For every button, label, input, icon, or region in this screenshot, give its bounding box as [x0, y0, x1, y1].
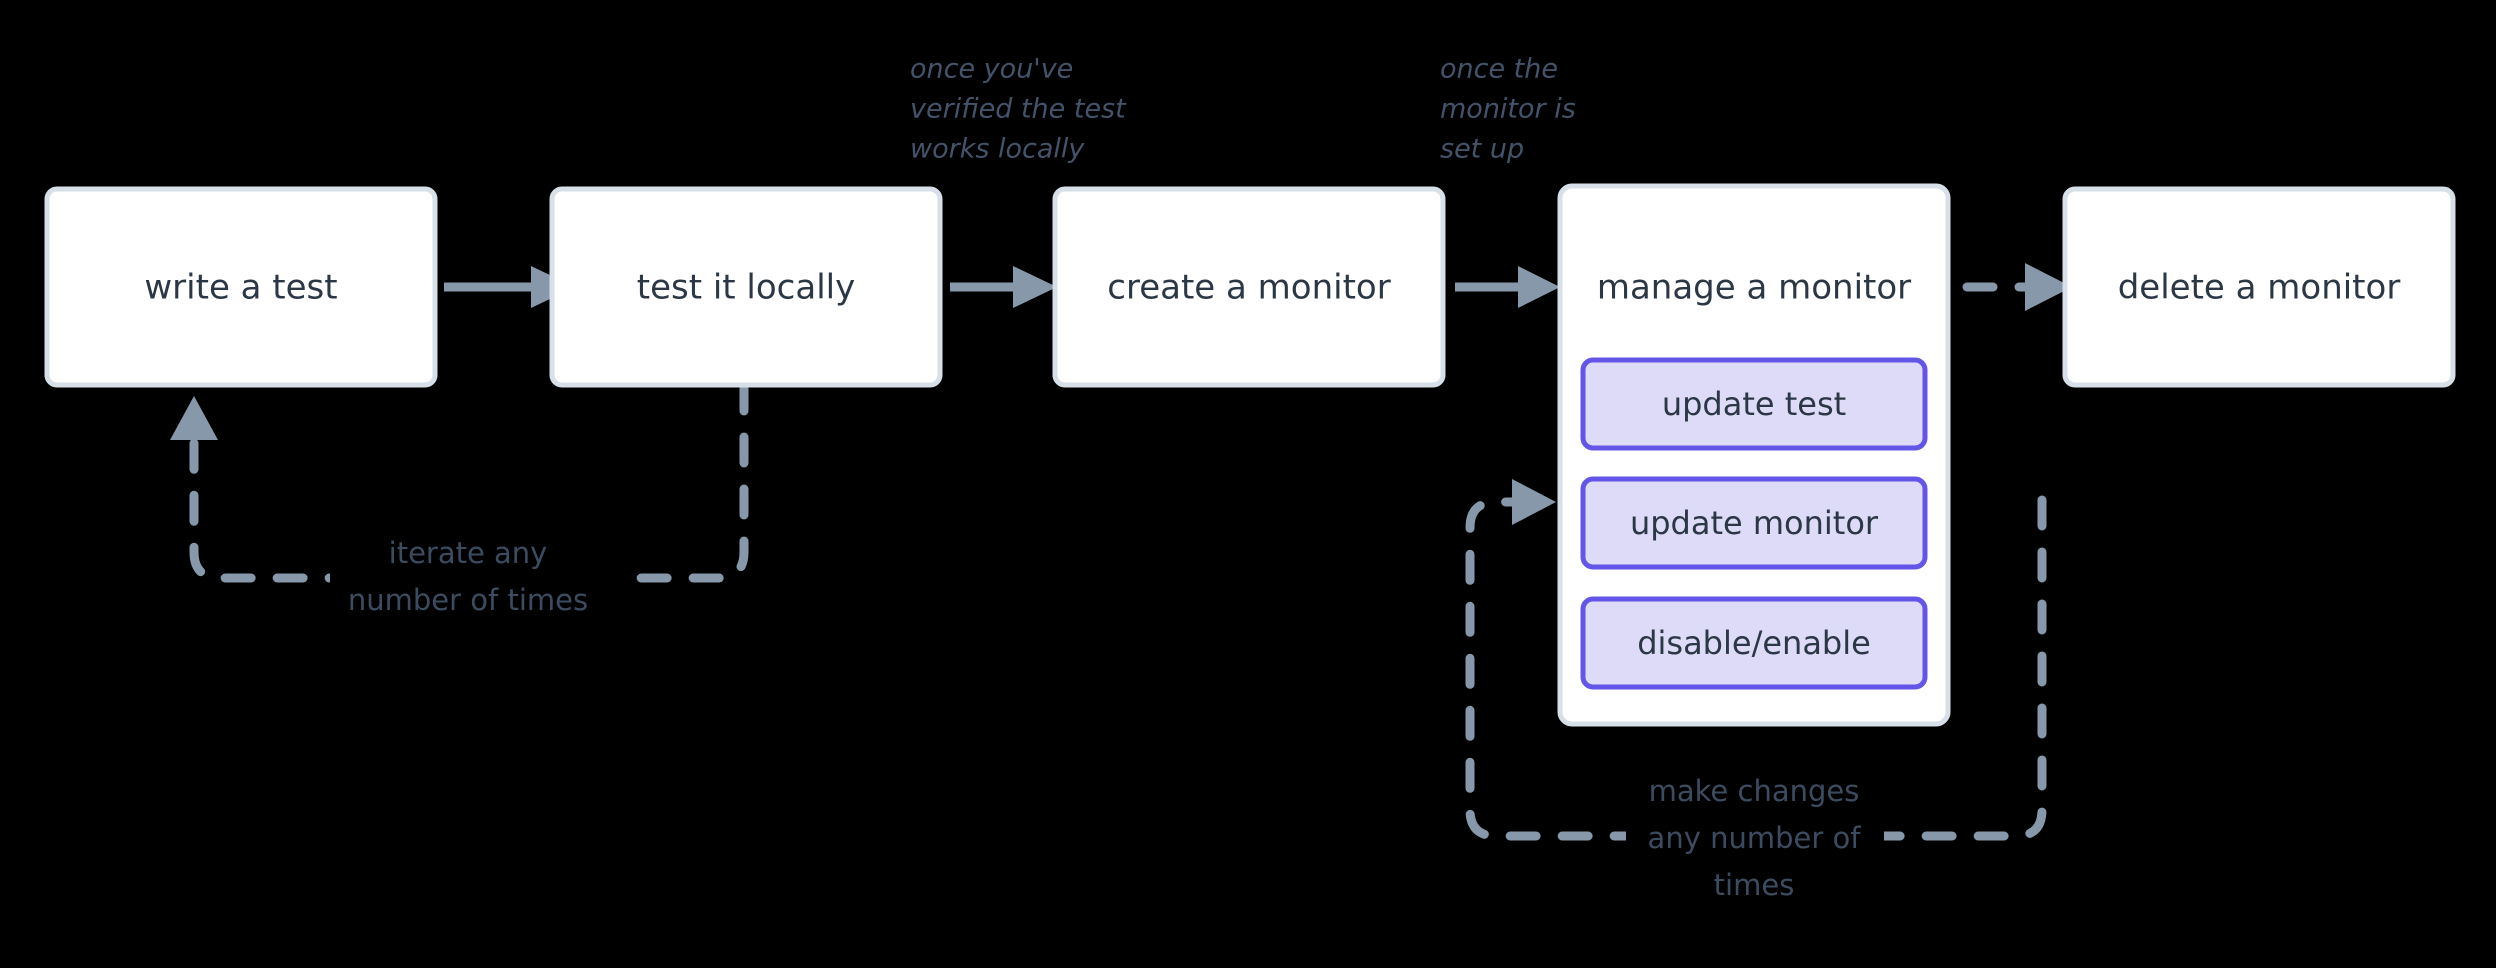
sub-node-disable-enable-box: [1580, 596, 1928, 690]
edge-iterate-loop: [170, 380, 749, 583]
node-create-a-monitor[interactable]: create a monitor: [1052, 186, 1446, 388]
node-write-a-test-box: [44, 186, 438, 388]
node-test-it-locally-box: [549, 186, 943, 388]
edge-caption-monitor-set-up-line-2: monitor is: [1440, 94, 1576, 125]
edge-caption-verified-locally: once you've verified the test works loca…: [910, 54, 1127, 165]
edge-changes-loop: [1465, 479, 2047, 841]
loop-caption-iterate: iterate any number of times: [330, 528, 630, 620]
node-write-a-test[interactable]: write a test: [44, 186, 438, 388]
edge-create-to-manage: [1455, 266, 1560, 308]
edge-caption-monitor-set-up: once the monitor is set up: [1440, 54, 1576, 165]
edge-test-to-create: [950, 266, 1057, 308]
sub-node-disable-enable[interactable]: disable/enable: [1580, 596, 1928, 690]
node-delete-a-monitor-label: delete a monitor: [2118, 268, 2401, 308]
loop-caption-changes-line-2: any number of: [1648, 821, 1862, 855]
sub-node-update-test[interactable]: update test: [1580, 357, 1928, 451]
node-manage-a-monitor[interactable]: manage a monitor update test update moni…: [1557, 183, 1951, 727]
sub-node-update-monitor-label: update monitor: [1630, 504, 1879, 542]
loop-caption-changes-line-1: make changes: [1649, 774, 1860, 808]
edge-manage-to-delete: [1962, 263, 2072, 311]
sub-node-update-monitor-box: [1580, 476, 1928, 570]
edge-caption-verified-locally-line-3: works locally: [910, 134, 1085, 165]
loop-caption-iterate-line-2: number of times: [348, 583, 588, 617]
sub-node-update-test-box: [1580, 357, 1928, 451]
node-manage-a-monitor-box: [1557, 183, 1951, 727]
loop-caption-changes-line-3: times: [1714, 868, 1795, 902]
sub-node-disable-enable-label: disable/enable: [1637, 624, 1871, 662]
loop-caption-iterate-backdrop: [330, 528, 630, 620]
node-write-a-test-label: write a test: [144, 268, 337, 308]
edge-caption-monitor-set-up-line-3: set up: [1440, 134, 1524, 165]
node-test-it-locally[interactable]: test it locally: [549, 186, 943, 388]
node-create-a-monitor-box: [1052, 186, 1446, 388]
edge-caption-verified-locally-line-1: once you've: [910, 54, 1073, 85]
loop-caption-changes: make changes any number of times: [1626, 774, 1884, 902]
loop-caption-iterate-line-1: iterate any: [389, 536, 548, 570]
sub-node-update-monitor[interactable]: update monitor: [1580, 476, 1928, 570]
node-create-a-monitor-label: create a monitor: [1107, 268, 1390, 308]
node-delete-a-monitor-box: [2062, 186, 2456, 388]
node-delete-a-monitor[interactable]: delete a monitor: [2062, 186, 2456, 388]
node-manage-a-monitor-label: manage a monitor: [1597, 268, 1911, 308]
sub-node-update-test-label: update test: [1662, 385, 1846, 423]
edge-caption-verified-locally-line-2: verified the test: [910, 94, 1127, 125]
edge-caption-monitor-set-up-line-1: once the: [1440, 54, 1558, 85]
node-test-it-locally-label: test it locally: [637, 268, 855, 308]
loop-caption-changes-backdrop: [1626, 812, 1884, 860]
